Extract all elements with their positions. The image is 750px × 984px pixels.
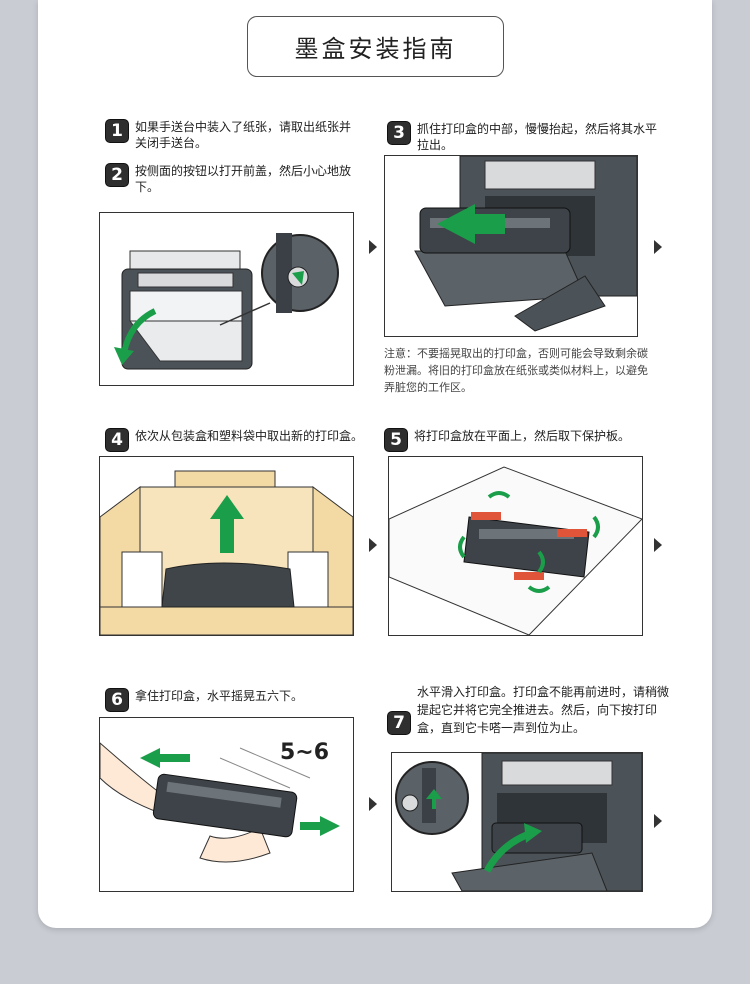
next-arrow-icon [654, 538, 662, 552]
step-4: 4 依次从包装盒和塑料袋中取出新的打印盒。 [105, 428, 385, 452]
step-text: 按侧面的按钮以打开前盖，然后小心地放下。 [135, 164, 352, 194]
step-text: 如果手送台中装入了纸张，请取出纸张并关闭手送台。 [135, 120, 352, 150]
illustration-unpack-cartridge [99, 456, 354, 636]
step-text: 水平滑入打印盒。打印盒不能再前进时，请稍微提起它并将它完全推进去。然后，向下按打… [417, 685, 670, 735]
step-number: 1 [105, 119, 129, 143]
step-number: 4 [105, 428, 129, 452]
step-text: 拿住打印盒，水平摇晃五六下。 [135, 689, 304, 703]
next-arrow-icon [654, 240, 662, 254]
step-5: 5 将打印盒放在平面上，然后取下保护板。 [384, 428, 684, 452]
step-number: 5 [384, 428, 408, 452]
step-number: 2 [105, 163, 129, 187]
caution-note: 注意：不要摇晃取出的打印盒，否则可能会导致剩余碳粉泄漏。将旧的打印盒放在纸张或类… [384, 347, 648, 394]
step-2: 2 按侧面的按钮以打开前盖，然后小心地放下。 [105, 163, 355, 195]
illustration-insert-cartridge [391, 752, 643, 892]
next-arrow-icon [369, 538, 377, 552]
illustration-open-front-cover [99, 212, 354, 386]
shake-count-label: 5~6 [280, 740, 330, 765]
step-text: 抓住打印盒的中部，慢慢抬起，然后将其水平拉出。 [417, 122, 658, 152]
next-arrow-icon [369, 797, 377, 811]
illustration-remove-cartridge [384, 155, 638, 337]
next-arrow-icon [369, 240, 377, 254]
step-number: 3 [387, 121, 411, 145]
step-number: 7 [387, 711, 411, 735]
step-number: 6 [105, 688, 129, 712]
next-arrow-icon [654, 814, 662, 828]
illustration-shake-cartridge: 5~6 [99, 717, 354, 892]
step-3: 3 抓住打印盒的中部，慢慢抬起，然后将其水平拉出。 [387, 121, 657, 153]
step-1: 1 如果手送台中装入了纸张，请取出纸张并关闭手送台。 [105, 119, 355, 151]
step-text: 将打印盒放在平面上，然后取下保护板。 [414, 429, 631, 443]
step-text: 依次从包装盒和塑料袋中取出新的打印盒。 [135, 429, 364, 443]
step-6: 6 拿住打印盒，水平摇晃五六下。 [105, 688, 365, 712]
page-title: 墨盒安装指南 [247, 16, 504, 77]
step-7: 7 水平滑入打印盒。打印盒不能再前进时，请稍微提起它并将它完全推进去。然后，向下… [387, 683, 672, 737]
illustration-remove-protective-plate [388, 456, 643, 636]
